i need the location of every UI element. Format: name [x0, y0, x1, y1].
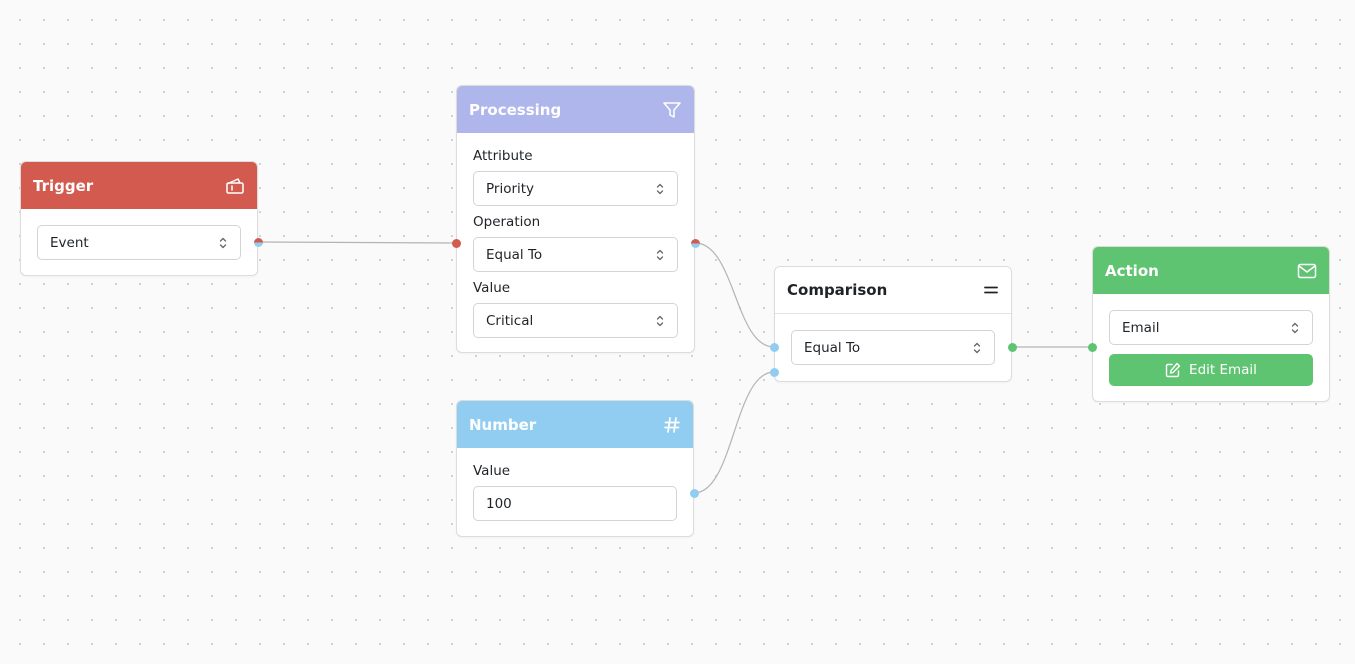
attribute-select-value: Priority [486, 180, 535, 197]
trigger-output-handle[interactable] [253, 237, 263, 247]
chevron-up-down-icon [972, 341, 982, 355]
action-node[interactable]: Action Email [1092, 246, 1330, 402]
trigger-node-title: Trigger [33, 176, 94, 195]
edit-email-button-label: Edit Email [1189, 362, 1257, 378]
processing-input-handle[interactable] [451, 238, 461, 248]
edit-email-button[interactable]: Edit Email [1109, 354, 1313, 386]
number-value-input[interactable]: 100 [473, 486, 677, 521]
processing-node-header[interactable]: Processing [457, 86, 694, 133]
trigger-node-header[interactable]: Trigger [21, 162, 257, 209]
edge-processing-comparison [694, 242, 775, 348]
number-value-input-text: 100 [486, 495, 512, 512]
processing-node[interactable]: Processing Attribute Priority Operation … [456, 85, 695, 353]
action-input-handle[interactable] [1087, 342, 1097, 352]
chevron-up-down-icon [655, 182, 665, 196]
value-label: Value [473, 280, 511, 296]
trigger-event-select[interactable]: Event [37, 225, 241, 260]
number-output-handle[interactable] [689, 488, 699, 498]
processing-output-handle[interactable] [690, 238, 700, 248]
comparison-input-b-handle[interactable] [769, 367, 779, 377]
number-value-label: Value [473, 463, 511, 479]
value-select[interactable]: Critical [473, 303, 678, 338]
equals-icon [983, 284, 999, 296]
chevron-up-down-icon [1290, 321, 1300, 335]
number-node[interactable]: Number Value 100 [456, 400, 694, 537]
attribute-select[interactable]: Priority [473, 171, 678, 206]
comparison-select[interactable]: Equal To [791, 330, 995, 365]
operation-select-value: Equal To [486, 246, 543, 263]
hash-icon [663, 416, 681, 434]
comparison-output-handle[interactable] [1007, 342, 1017, 352]
number-node-header[interactable]: Number [457, 401, 693, 448]
action-select-value: Email [1122, 319, 1160, 336]
operation-select[interactable]: Equal To [473, 237, 678, 272]
action-node-title: Action [1105, 261, 1159, 280]
number-node-title: Number [469, 415, 537, 434]
value-select-value: Critical [486, 312, 534, 329]
comparison-node-title: Comparison [787, 281, 888, 299]
comparison-node-header[interactable]: Comparison [775, 267, 1011, 314]
mail-icon [1297, 263, 1317, 279]
comparison-node[interactable]: Comparison Equal To [774, 266, 1012, 382]
edge-trigger-processing [257, 241, 457, 244]
filter-icon [662, 101, 682, 119]
chevron-up-down-icon [655, 314, 665, 328]
attribute-label: Attribute [473, 148, 533, 164]
chevron-up-down-icon [655, 248, 665, 262]
processing-node-title: Processing [469, 100, 562, 119]
comparison-select-value: Equal To [804, 339, 861, 356]
trigger-node[interactable]: Trigger Event [20, 161, 258, 276]
edge-number-comparison [693, 371, 775, 494]
trigger-event-select-value: Event [50, 234, 89, 251]
comparison-input-a-handle[interactable] [769, 342, 779, 352]
chevron-up-down-icon [218, 236, 228, 250]
ticket-icon [225, 177, 245, 195]
action-select[interactable]: Email [1109, 310, 1313, 345]
action-node-header[interactable]: Action [1093, 247, 1329, 294]
edit-icon [1165, 362, 1181, 378]
operation-label: Operation [473, 214, 541, 230]
